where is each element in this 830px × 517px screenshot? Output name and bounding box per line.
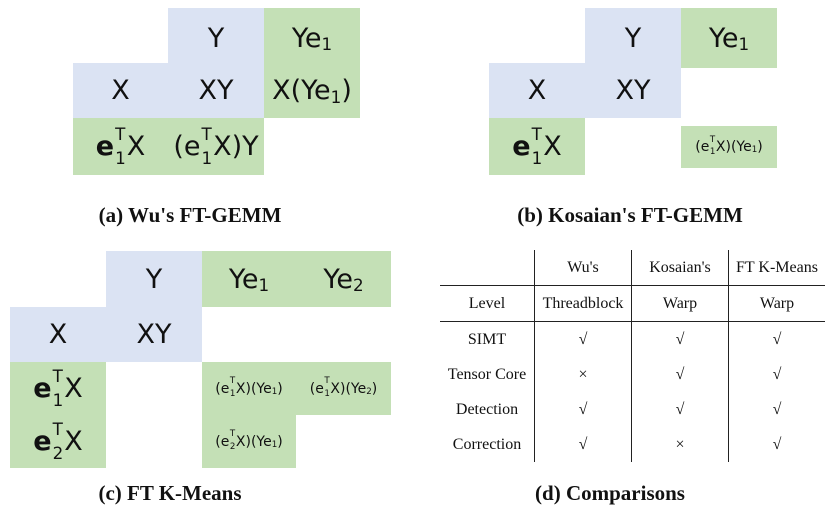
table-cell: Tensor Core — [447, 365, 527, 383]
table-cell: √ — [728, 357, 825, 392]
cell-y: Y — [106, 251, 202, 307]
table-cell: √ — [728, 427, 825, 462]
table-header-cell: Wu's — [534, 250, 632, 286]
table-row: Tensor Core × √ √ — [440, 357, 825, 392]
table-cell: √ — [728, 392, 825, 427]
table-cell: × — [534, 357, 632, 392]
table-row: SIMT √ √ √ — [440, 321, 825, 357]
cell-x: X — [489, 63, 585, 118]
caption-a: (a) Wu's FT-GEMM — [98, 203, 282, 227]
table-cell: Detection — [455, 400, 519, 418]
table-cell: SIMT — [467, 330, 507, 348]
table-header-row: Wu's Kosaian's FT K-Means — [440, 250, 825, 286]
table-cell: √ — [728, 321, 825, 357]
cell-xy: XY — [106, 307, 202, 362]
comparison-table: Wu's Kosaian's FT K-Means Level Threadbl… — [440, 250, 825, 462]
table-cell: √ — [534, 427, 632, 462]
table-row: Detection √ √ √ — [440, 392, 825, 427]
table-header-cell: FT K-Means — [728, 250, 825, 286]
table-cell: Threadblock — [534, 285, 632, 322]
table-header-cell: Kosaian's — [631, 250, 729, 286]
table-cell: × — [631, 427, 729, 462]
cell-x: X — [10, 307, 106, 362]
ye1-base: Ye — [291, 22, 322, 54]
table-cell: √ — [631, 321, 729, 357]
caption-b: (b) Kosaian's FT-GEMM — [517, 203, 743, 227]
cell-x: X — [73, 63, 168, 118]
table-cell: Warp — [631, 285, 729, 322]
table-cell: Level — [440, 285, 535, 322]
table-cell: √ — [534, 321, 632, 357]
cell-xy: XY — [585, 63, 681, 118]
table-cell: Warp — [728, 285, 825, 322]
caption-c: (c) FT K-Means — [98, 481, 242, 505]
table-row: Level Threadblock Warp Warp — [440, 285, 825, 322]
table-cell: Correction — [452, 435, 522, 453]
cell-y: Y — [168, 8, 264, 68]
table-cell: √ — [631, 357, 729, 392]
cell-y: Y — [585, 8, 681, 68]
table-header-cell — [440, 250, 535, 286]
caption-d: (d) Comparisons — [535, 481, 685, 505]
ye1-sub: 1 — [321, 34, 333, 55]
table-row: Correction √ × √ — [440, 427, 825, 462]
cell-xy: XY — [168, 63, 264, 118]
table-cell: √ — [631, 392, 729, 427]
table-cell: √ — [534, 392, 632, 427]
